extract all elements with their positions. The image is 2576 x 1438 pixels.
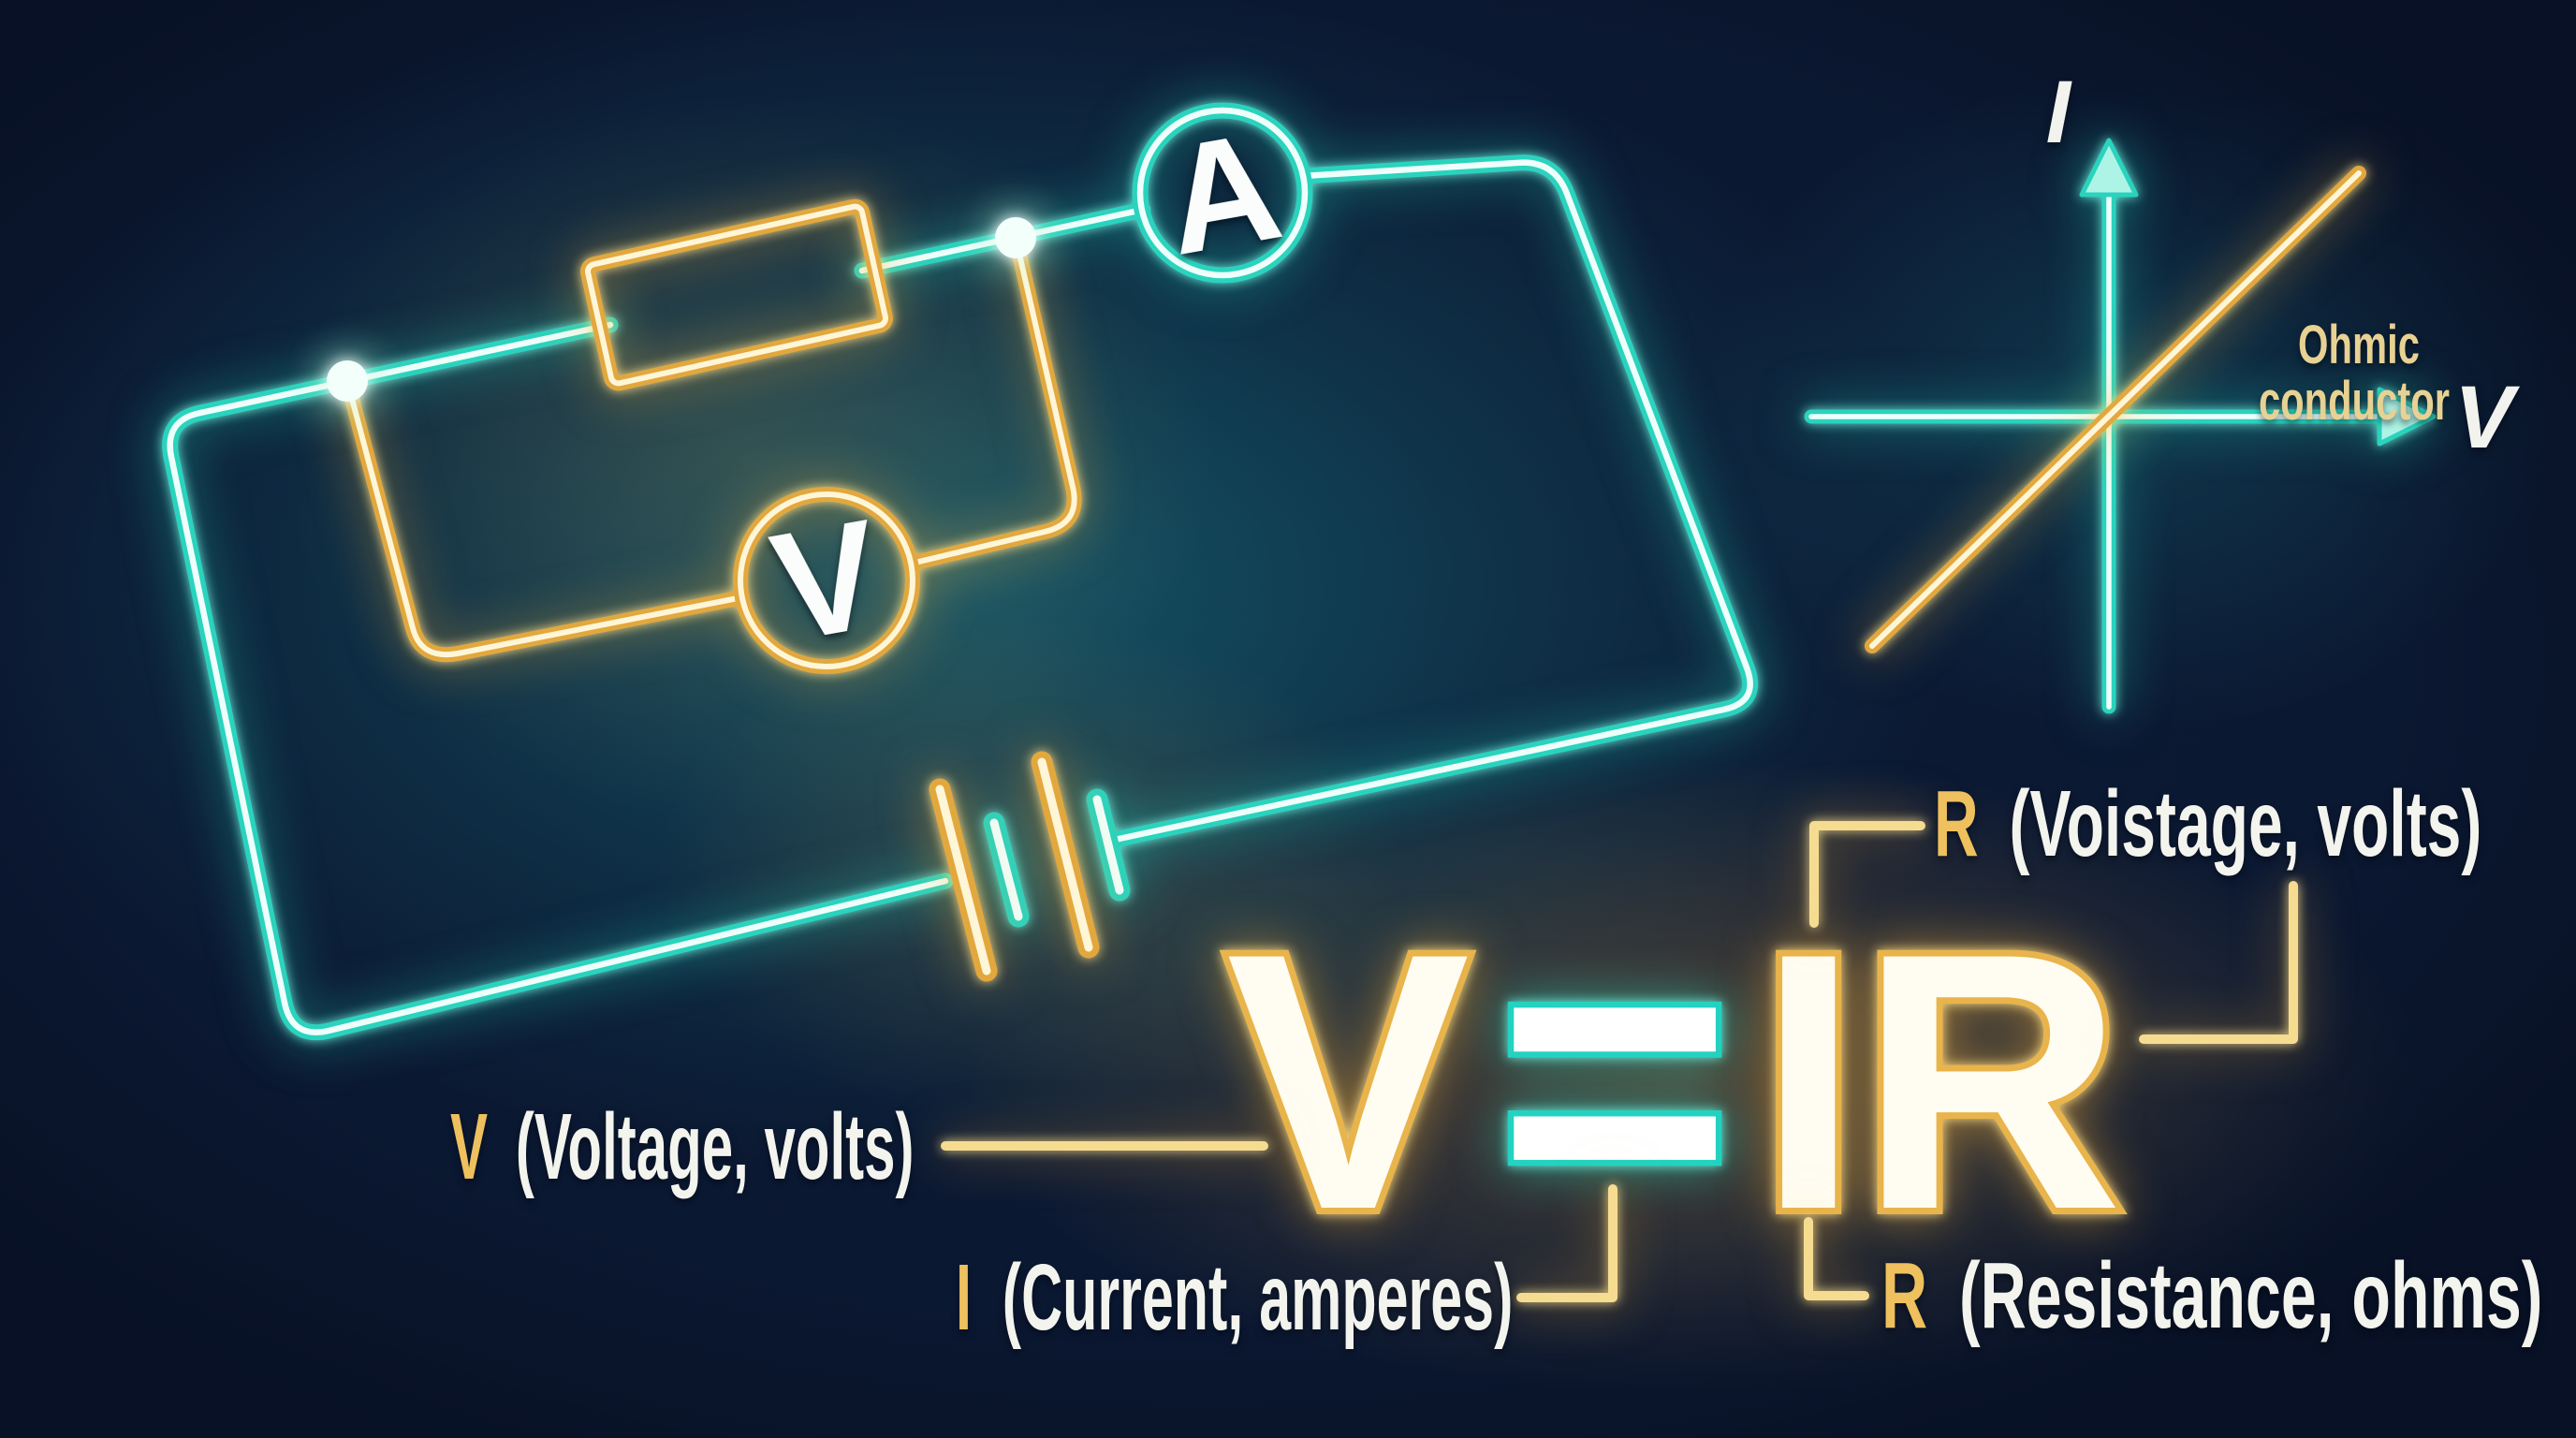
junction-dot-right bbox=[995, 217, 1036, 258]
equation-lhs: V bbox=[1226, 877, 1471, 1285]
callout-labels: V (Voltage, volts) I (Current, amperes) … bbox=[450, 770, 2542, 1350]
current-callout-bracket bbox=[1516, 1184, 1617, 1302]
ammeter-icon bbox=[1132, 102, 1313, 284]
graph-labels: I V Ohmic conductor bbox=[2046, 63, 2520, 467]
voistage-label: R (Voistage, volts) bbox=[1934, 770, 2481, 875]
voltmeter-branch bbox=[340, 198, 1100, 982]
resistance-callout-bracket bbox=[1804, 1217, 1869, 1300]
equation-equals: = bbox=[1491, 848, 1738, 1310]
i-axis-arrowhead bbox=[2079, 138, 2139, 198]
voltage-label: V (Voltage, volts) bbox=[450, 1094, 914, 1199]
ohmic-annotation-line1: Ohmic bbox=[2298, 314, 2420, 374]
callout-brackets bbox=[941, 821, 2298, 1302]
i-axis-label: I bbox=[2046, 63, 2073, 162]
battery-icon bbox=[929, 751, 1100, 982]
main-circuit-loop bbox=[162, 102, 1759, 1041]
battery-short-plates bbox=[983, 788, 1131, 928]
current-label: I (Current, amperes) bbox=[956, 1244, 1513, 1349]
right-callout-bracket bbox=[2139, 881, 2298, 1044]
iv-graph: I V Ohmic conductor bbox=[1804, 63, 2520, 714]
voltmeter-icon bbox=[733, 487, 920, 674]
equation-v: V bbox=[1220, 871, 1478, 1292]
resistance-label: R (Resistance, ohms) bbox=[1881, 1244, 2542, 1348]
junction-dots bbox=[327, 217, 1036, 402]
v-axis-arrowhead bbox=[2377, 387, 2437, 447]
ohmic-line-group bbox=[1865, 166, 2366, 653]
resistor-icon bbox=[580, 198, 893, 391]
equation: V = IR bbox=[1220, 848, 2130, 1310]
equation-ir: IR bbox=[1751, 871, 2130, 1292]
equation-rhs: IR bbox=[1758, 877, 2123, 1285]
junction-dot-left bbox=[327, 360, 368, 402]
voistage-callout-bracket bbox=[1809, 821, 1925, 928]
graph-axes bbox=[1804, 138, 2437, 714]
v-axis-label: V bbox=[2454, 368, 2520, 467]
ohmic-annotation-line2: conductor bbox=[2259, 370, 2450, 431]
equation-operator: = bbox=[1497, 854, 1732, 1303]
